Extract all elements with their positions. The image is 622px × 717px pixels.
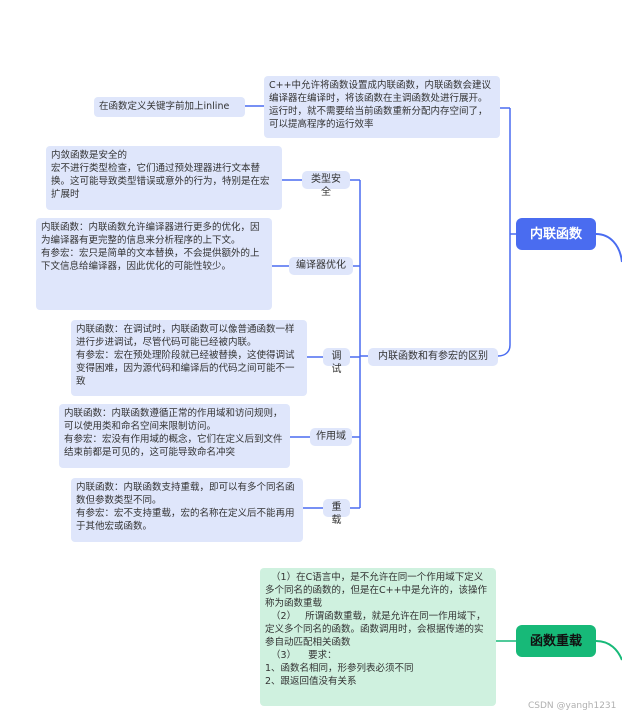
debug-text: 内联函数：在调试时，内联函数可以像普通函数一样进行步进调试，尽管代码可能已经被内… [71,320,307,396]
wire-root-to-inline [595,233,622,263]
inline-function-node[interactable]: 内联函数 [516,218,596,250]
debug-label[interactable]: 调试 [323,348,350,375]
inline-description: C++中允许将函数设置成内联函数，内联函数会建议编译器在编译时，将该函数在主调函… [264,76,500,138]
type-safety-label[interactable]: 类型安全 [302,171,350,198]
inline-vs-macro-label[interactable]: 内联函数和有参宏的区别 [368,348,498,366]
overload-compare-text: 内联函数：内联函数支持重载，即可以有多个同名函数但参数类型不同。 有参宏：宏不支… [71,478,303,542]
compiler-optimization-label[interactable]: 编译器优化 [289,257,353,275]
wire-diff-trunk [359,180,368,508]
scope-text: 内联函数：内联函数遵循正常的作用域和访问规则，可以使用类和命名空间来限制访问。 … [59,404,290,468]
wire-inline-trunk [497,108,516,357]
inline-keyword-note: 在函数定义关键字前加上inline [94,97,245,117]
wire-root-to-overload [595,640,622,661]
csdn-watermark: CSDN @yangh1231 [528,701,617,711]
scope-label[interactable]: 作用域 [310,428,352,446]
compiler-optimization-text: 内联函数：内联函数允许编译器进行更多的优化，因为编译器有更完整的信息来分析程序的… [36,218,272,310]
function-overload-node[interactable]: 函数重载 [516,625,596,657]
overload-compare-label[interactable]: 重载 [323,499,350,526]
function-overload-description: （1）在C语言中，是不允许在同一个作用域下定义多个同名的函数的，但是在C++中是… [260,568,496,706]
type-safety-text: 内敛函数是安全的 宏不进行类型检查，它们通过预处理器进行文本替换。这可能导致类型… [46,146,282,210]
